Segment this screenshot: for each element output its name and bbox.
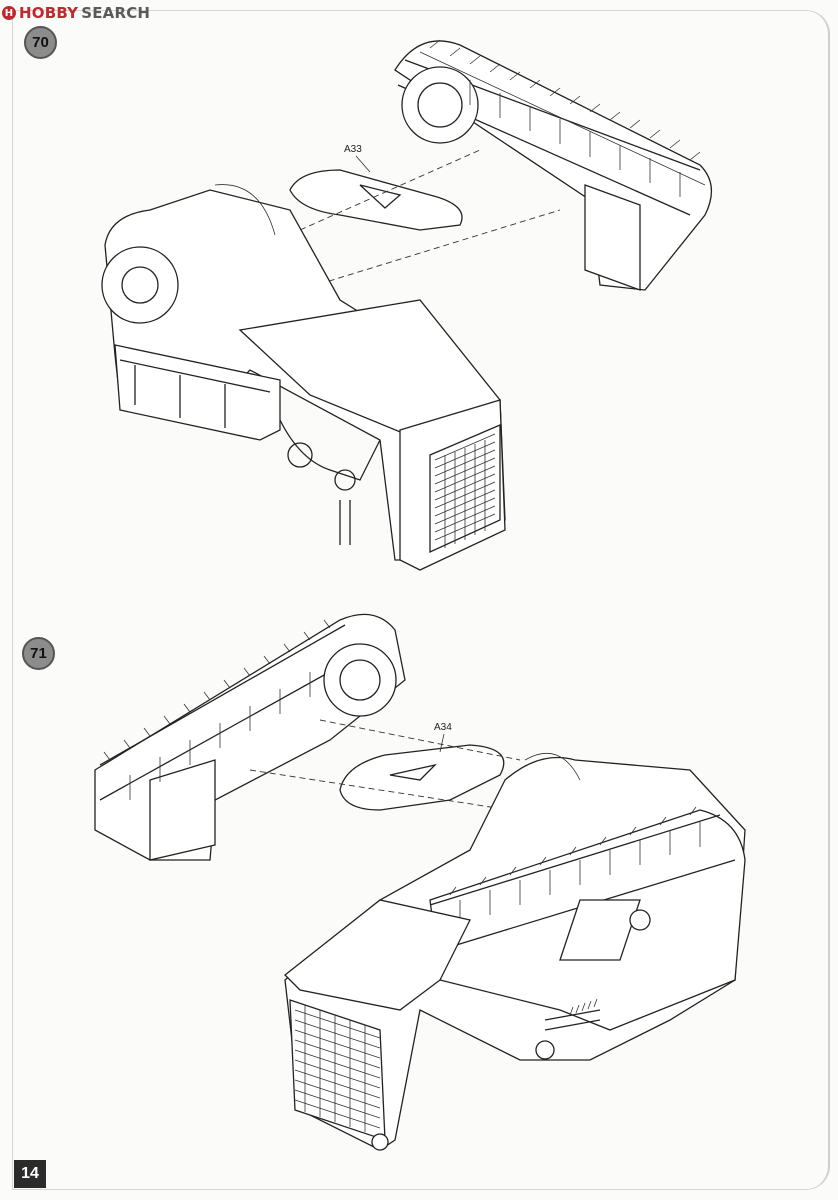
step-70-chassis <box>101 184 506 571</box>
step-71-left-track-treads <box>103 619 331 800</box>
step-71-left-track <box>94 613 406 861</box>
step-71-drawing <box>94 613 746 1151</box>
step-70-track-treads <box>429 39 701 197</box>
watermark-brand: HOBBY <box>19 4 79 22</box>
step-71-badge: 71 <box>22 637 55 670</box>
part-label-a33: A33 <box>344 144 362 155</box>
page-border <box>12 10 830 1190</box>
step-70-badge: 70 <box>24 26 57 59</box>
watermark: H HOBBY SEARCH <box>2 3 150 23</box>
part-label-a34: A34 <box>434 722 452 733</box>
step-70-far-track <box>394 40 712 291</box>
watermark-search: SEARCH <box>81 4 151 22</box>
watermark-logo-icon: H <box>2 6 16 20</box>
step-70-drawing <box>101 39 712 571</box>
step-71-chassis <box>284 752 746 1151</box>
page-number: 14 <box>14 1160 46 1188</box>
